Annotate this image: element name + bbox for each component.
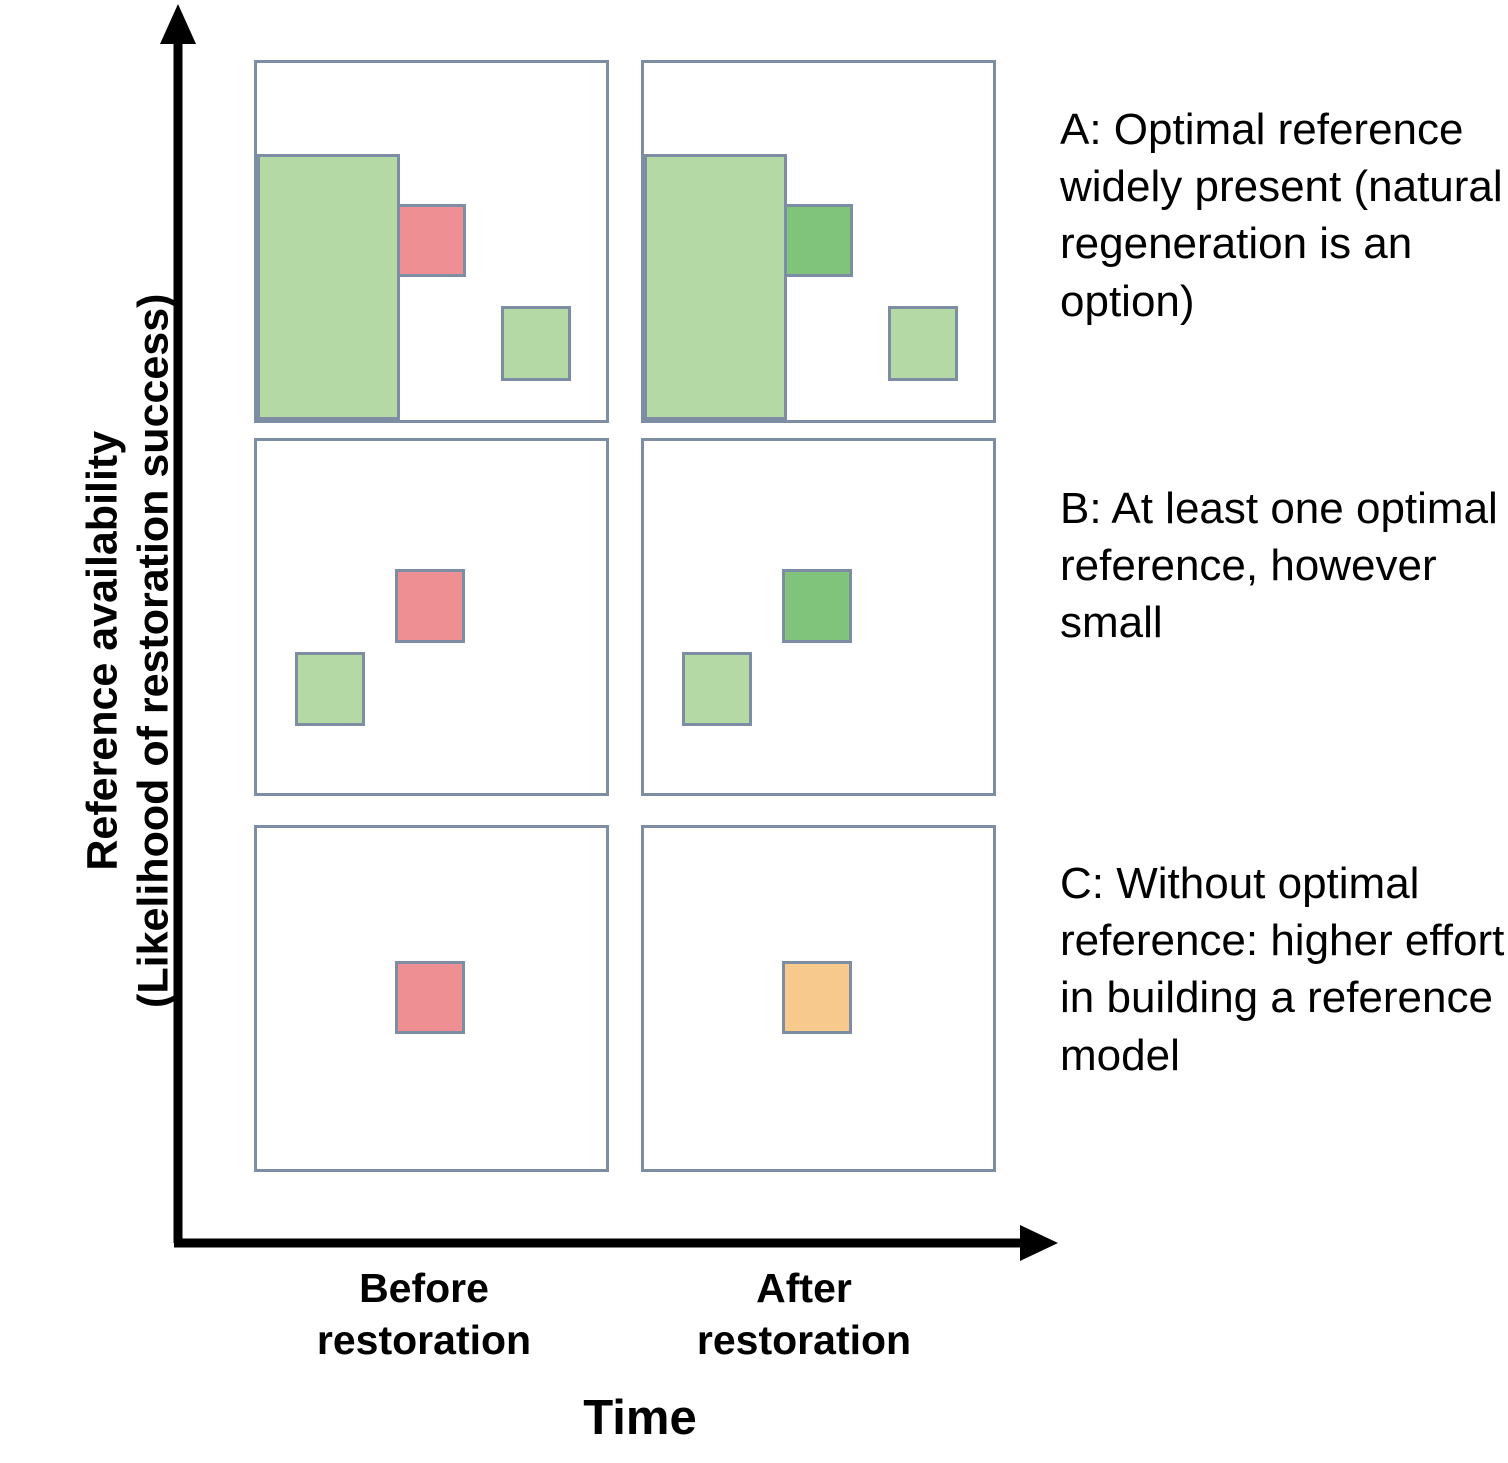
small-reference-block bbox=[682, 652, 753, 727]
panel-a-after-restoration bbox=[641, 60, 996, 423]
panel-b-before-restoration bbox=[254, 438, 609, 796]
x-tick-label-after: After restoration bbox=[614, 1262, 994, 1367]
panel-a-before-restoration bbox=[254, 60, 609, 423]
x-tick-after-line2: restoration bbox=[696, 1317, 912, 1364]
large-reference-block bbox=[257, 154, 401, 420]
x-axis-title: Time bbox=[583, 1391, 697, 1445]
small-reference-block bbox=[295, 652, 366, 727]
degraded-site-block bbox=[394, 960, 465, 1035]
panel-c-after-restoration bbox=[641, 825, 996, 1172]
panel-b-after-restoration bbox=[641, 438, 996, 796]
degraded-site-block bbox=[396, 204, 467, 278]
y-axis-title-line2: (Likelihood of restoration success) bbox=[129, 293, 177, 1008]
small-reference-block bbox=[888, 305, 959, 381]
caption-row-b: B: At least one optimal reference, howev… bbox=[1060, 484, 1498, 648]
partially-restored-site-block bbox=[781, 960, 852, 1035]
x-tick-after-line1: After bbox=[756, 1265, 852, 1311]
panel-c-before-restoration bbox=[254, 825, 609, 1172]
y-axis-title-line1: Reference availability bbox=[78, 430, 127, 871]
degraded-site-block bbox=[394, 569, 465, 644]
caption-row-a: A: Optimal reference widely present (nat… bbox=[1060, 105, 1503, 326]
caption-row-c: C: Without optimal reference: higher eff… bbox=[1060, 859, 1505, 1080]
small-reference-block bbox=[501, 305, 572, 381]
x-axis-arrowhead bbox=[1020, 1225, 1058, 1261]
x-tick-label-before: Before restoration bbox=[234, 1262, 614, 1367]
large-reference-block bbox=[644, 154, 788, 420]
restored-site-block bbox=[783, 204, 854, 278]
restored-site-block bbox=[781, 569, 852, 644]
x-tick-before-line1: Before bbox=[359, 1265, 489, 1311]
x-tick-before-line2: restoration bbox=[316, 1317, 532, 1364]
y-axis-arrowhead bbox=[160, 4, 196, 44]
y-axis-title: Reference availability (Likelihood of re… bbox=[77, 61, 178, 1241]
